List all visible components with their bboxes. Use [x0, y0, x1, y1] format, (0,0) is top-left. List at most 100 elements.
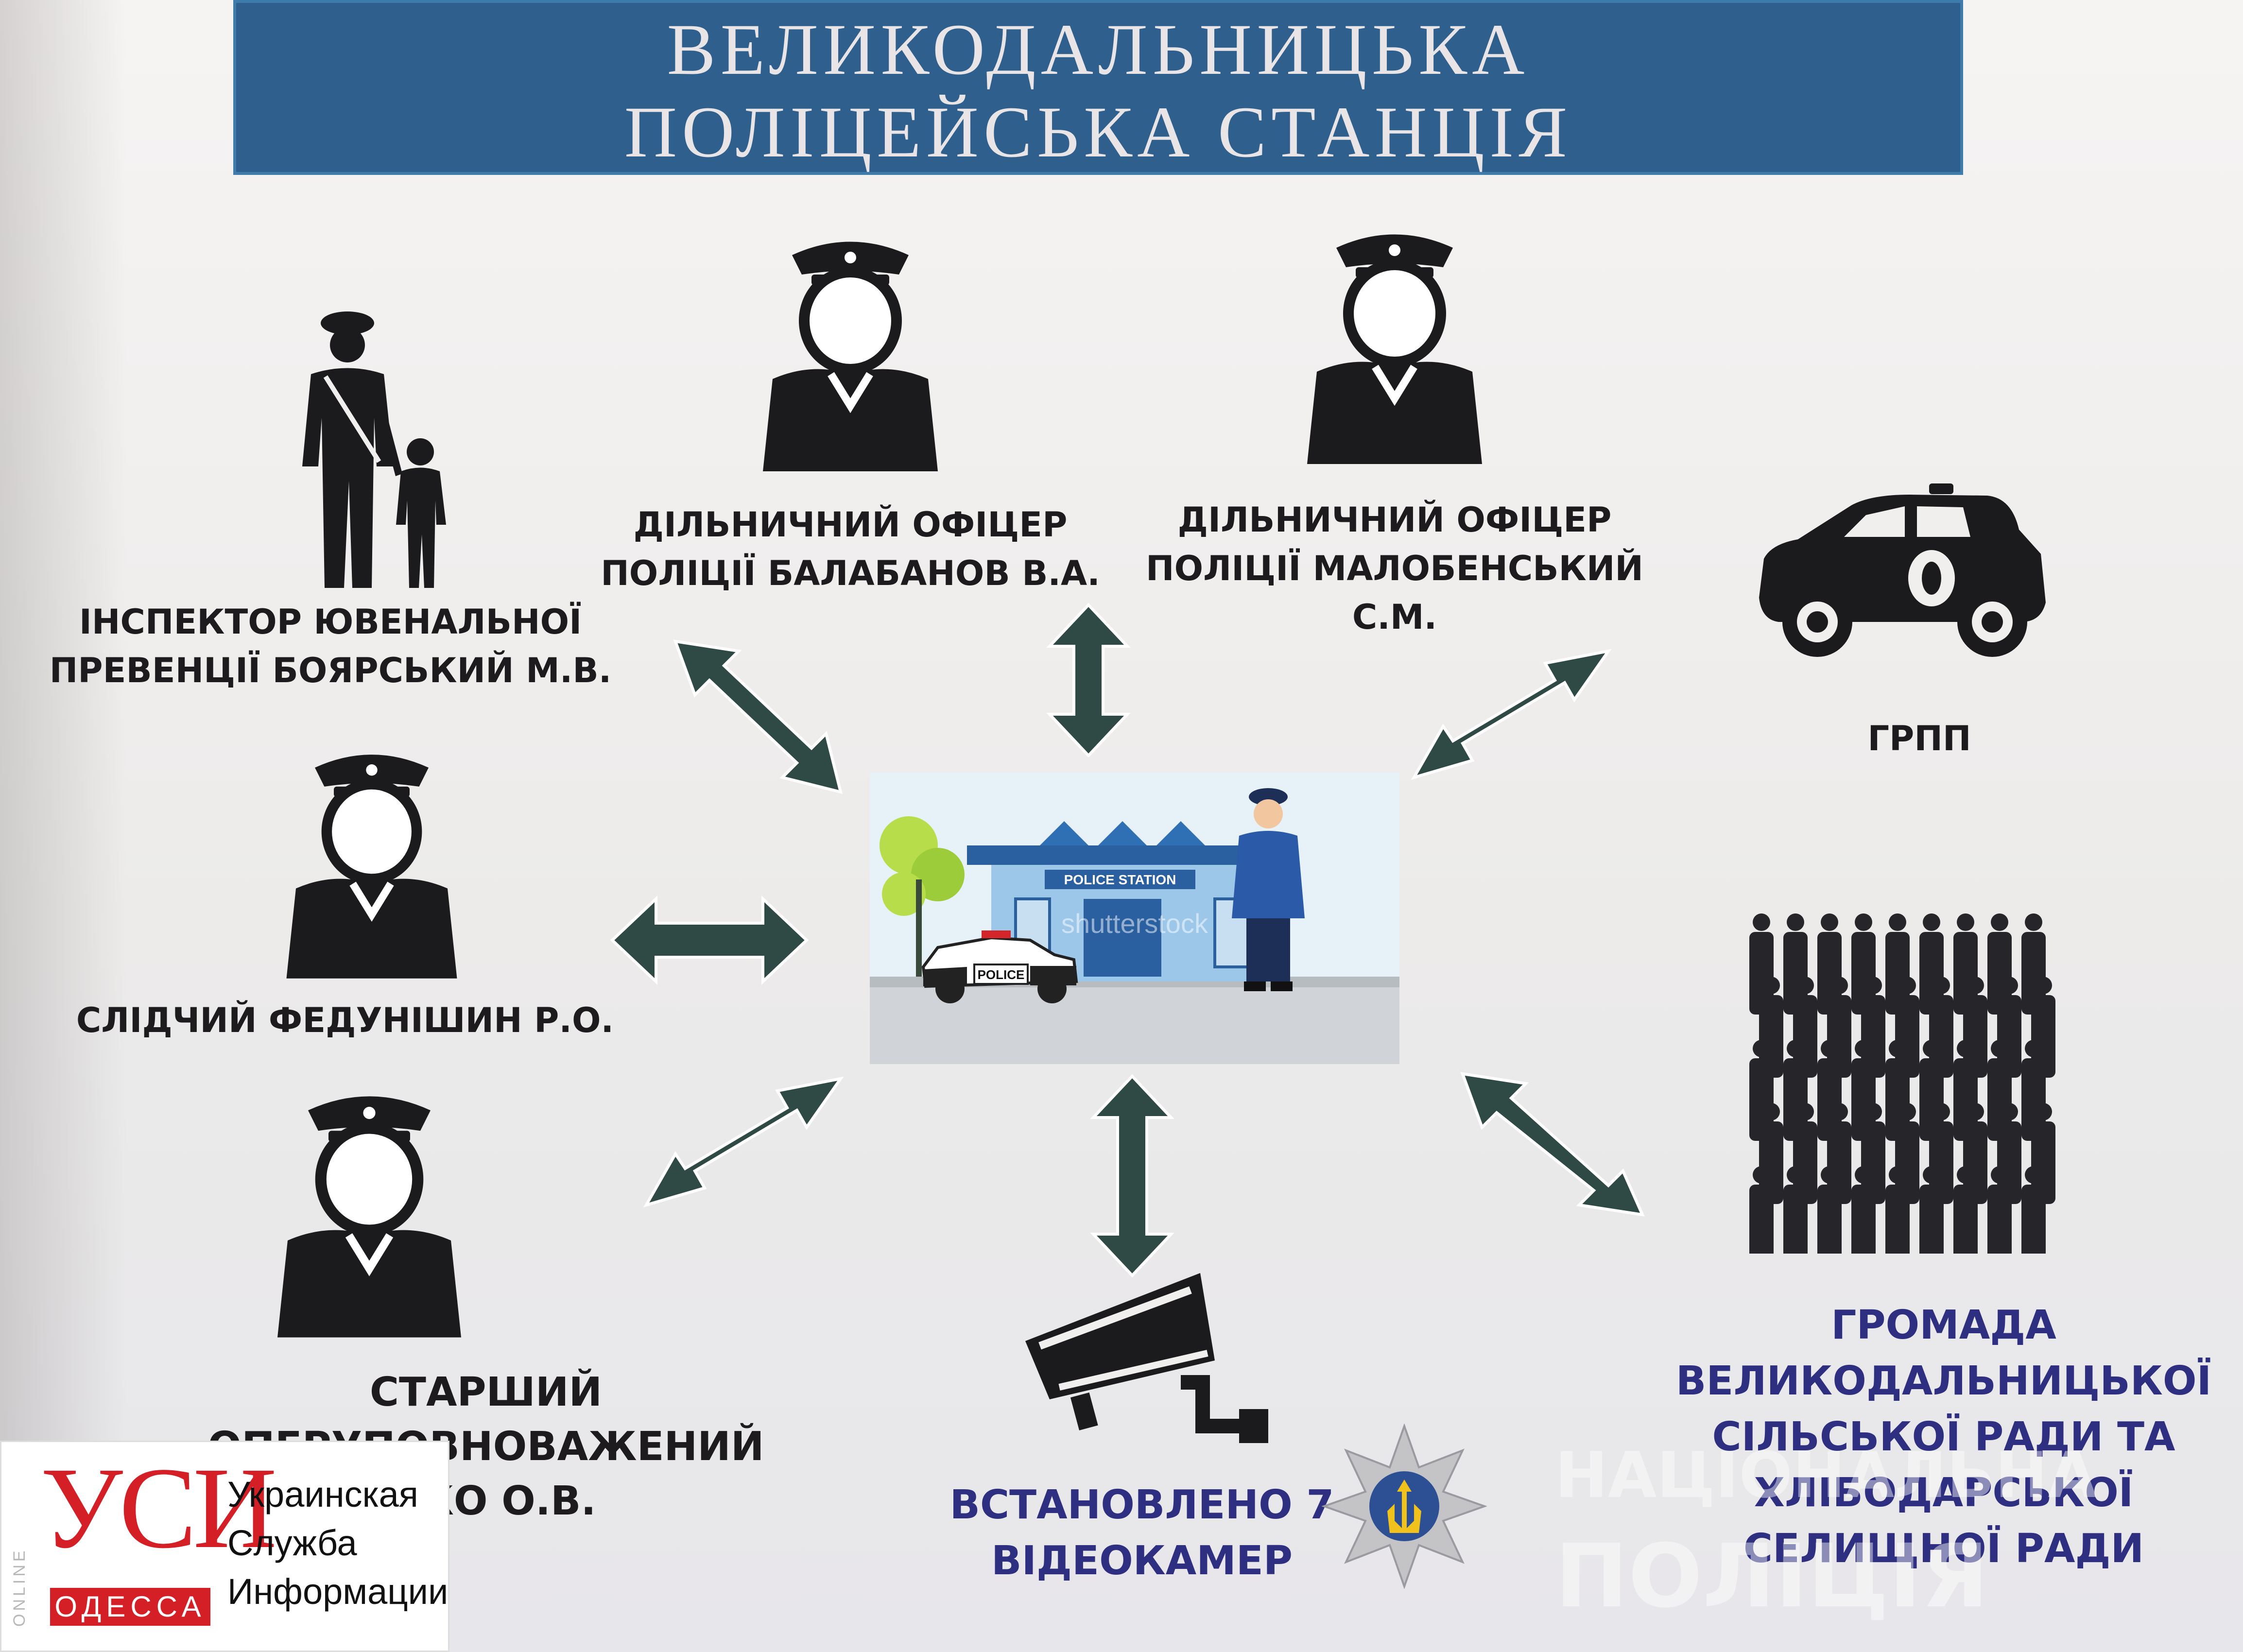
grpp-label: ГРПП: [1867, 719, 1971, 758]
title-line-2: ПОЛІЦЕЙСЬКА СТАНЦІЯ: [624, 92, 1572, 172]
police-officer-icon: [286, 755, 457, 979]
arrow-balabanov-center: [1046, 602, 1131, 758]
crowd-person-body: [1919, 1058, 1944, 1141]
crowd-person-head: [1796, 1103, 1814, 1120]
crowd-person-body: [1987, 1058, 2012, 1141]
crowd-person-head: [1787, 913, 1804, 931]
crowd-person-body: [1793, 995, 1817, 1078]
crowd-person-body: [1817, 1185, 1842, 1254]
crowd-person-head: [1889, 1166, 1906, 1184]
crowd-person-head: [1821, 1040, 1838, 1057]
crowd-person-body: [1749, 1058, 1774, 1141]
crowd-person-head: [1796, 977, 1814, 994]
crowd-person-body: [2031, 1121, 2055, 1204]
crowd-person-head: [1932, 977, 1950, 994]
crowd-icon: [1749, 913, 2055, 1254]
crowd-person-head: [2025, 913, 2042, 931]
logo-line-3: Информации: [227, 1571, 449, 1612]
crowd-person-head: [1855, 1166, 1872, 1184]
police-officer-icon: [1307, 234, 1482, 464]
crowd-person-head: [1864, 977, 1882, 994]
crowd-person-head: [1753, 1040, 1770, 1057]
crowd-person-head: [2025, 1040, 2042, 1057]
crowd-person-body: [2021, 1185, 2046, 1254]
crowd-person-body: [1987, 932, 2012, 1015]
crowd-person-body: [2021, 932, 2046, 1015]
crowd-person-head: [1830, 977, 1848, 994]
crowd-person-body: [1895, 1121, 1919, 1204]
crowd-person-body: [1929, 995, 1953, 1078]
watermark: ПОЛІЦІЯ: [1555, 1526, 1989, 1627]
arrow-center-cameras: [1090, 1074, 1174, 1278]
crowd-person-body: [1987, 1185, 2012, 1254]
crowd-person-body: [1749, 932, 1774, 1015]
crowd-person-head: [1967, 977, 1984, 994]
crowd-person-head: [1753, 913, 1770, 931]
crowd-person-body: [1885, 932, 1910, 1015]
logo-line-2: Служба: [227, 1523, 357, 1563]
crowd-person-body: [1953, 1058, 1978, 1141]
police-station-illustration: POLICE STATION shutterstock POLICE: [870, 773, 1399, 1064]
crowd-person-body: [1783, 1058, 1808, 1141]
crowd-person-body: [1997, 1121, 2021, 1204]
crowd-person-head: [2001, 1103, 2018, 1120]
officer-malobenskyi-label: ДІЛЬНИЧНИЙ ОФІЦЕР ПОЛІЦІЇ МАЛОБЕНСЬКИЙ С…: [1145, 500, 1644, 637]
crowd-person-head: [1821, 1166, 1838, 1184]
crowd-person-head: [2035, 977, 2052, 994]
crowd-person-head: [1753, 1166, 1770, 1184]
crowd-person-body: [1793, 1121, 1817, 1204]
crowd-person-head: [1889, 913, 1906, 931]
stock-watermark: shutterstock: [1061, 908, 1208, 939]
car-label: POLICE: [978, 967, 1025, 982]
crowd-person-body: [1851, 1185, 1876, 1254]
arrow-investigator-center: [610, 895, 809, 985]
usi-logo[interactable]: ONLINE УСИ ОДЕССА Украинская Служба Инфо…: [0, 1441, 449, 1652]
arrow-center-community: [1460, 1072, 1645, 1217]
crowd-person-body: [1783, 1185, 1808, 1254]
logo-city-text: ОДЕССА: [50, 1588, 210, 1626]
cameras-label: ВСТАНОВЛЕНО 7 ВІДЕОКАМЕР: [949, 1482, 1334, 1584]
crowd-person-body: [1827, 1121, 1851, 1204]
crowd-person-body: [1851, 932, 1876, 1015]
crowd-person-head: [1830, 1103, 1848, 1120]
police-officer-icon: [277, 1096, 461, 1338]
crowd-person-body: [1953, 932, 1978, 1015]
crowd-person-body: [1851, 1058, 1876, 1141]
crowd-person-head: [1787, 1040, 1804, 1057]
arrow-malobenskyi-center: [1411, 649, 1612, 780]
crowd-person-body: [1827, 995, 1851, 1078]
crowd-person-head: [1991, 913, 2008, 931]
crowd-person-body: [1953, 1185, 1978, 1254]
crowd-person-body: [1817, 932, 1842, 1015]
title-line-1: ВЕЛИКОДАЛЬНИЦЬКА: [667, 9, 1530, 90]
arrow-juvenile-center: [673, 639, 843, 794]
crowd-person-head: [1855, 913, 1872, 931]
crowd-person-head: [1923, 1040, 1940, 1057]
crowd-person-body: [1861, 995, 1885, 1078]
community-label: ГРОМАДА ВЕЛИКОДАЛЬНИЦЬКОЇ СІЛЬСЬКОЇ РАДИ…: [1675, 1302, 2212, 1572]
police-officer-icon: [763, 241, 938, 471]
crowd-person-body: [1749, 1185, 1774, 1254]
crowd-person-head: [1762, 977, 1780, 994]
security-camera-icon: [1025, 1273, 1268, 1443]
crowd-person-head: [2001, 977, 2018, 994]
crowd-person-body: [1895, 995, 1919, 1078]
crowd-person-head: [1864, 1103, 1882, 1120]
station-sign: POLICE STATION: [1064, 872, 1176, 887]
crowd-person-head: [1898, 1103, 1916, 1120]
crowd-person-head: [1855, 1040, 1872, 1057]
crowd-person-body: [1783, 932, 1808, 1015]
logo-line-1: Украинская: [227, 1474, 418, 1514]
logo-online-text: ONLINE: [10, 1548, 29, 1627]
crowd-person-body: [1919, 1185, 1944, 1254]
crowd-person-head: [1991, 1166, 2008, 1184]
crowd-person-body: [1919, 932, 1944, 1015]
crowd-person-head: [2035, 1103, 2052, 1120]
crowd-person-head: [1932, 1103, 1950, 1120]
watermark: НАЦІОНАЛЬНА: [1555, 1438, 2097, 1512]
crowd-person-body: [2031, 995, 2055, 1078]
crowd-person-head: [1923, 1166, 1940, 1184]
crowd-person-body: [1759, 1121, 1783, 1204]
crowd-person-body: [1817, 1058, 1842, 1141]
crowd-person-body: [1759, 995, 1783, 1078]
